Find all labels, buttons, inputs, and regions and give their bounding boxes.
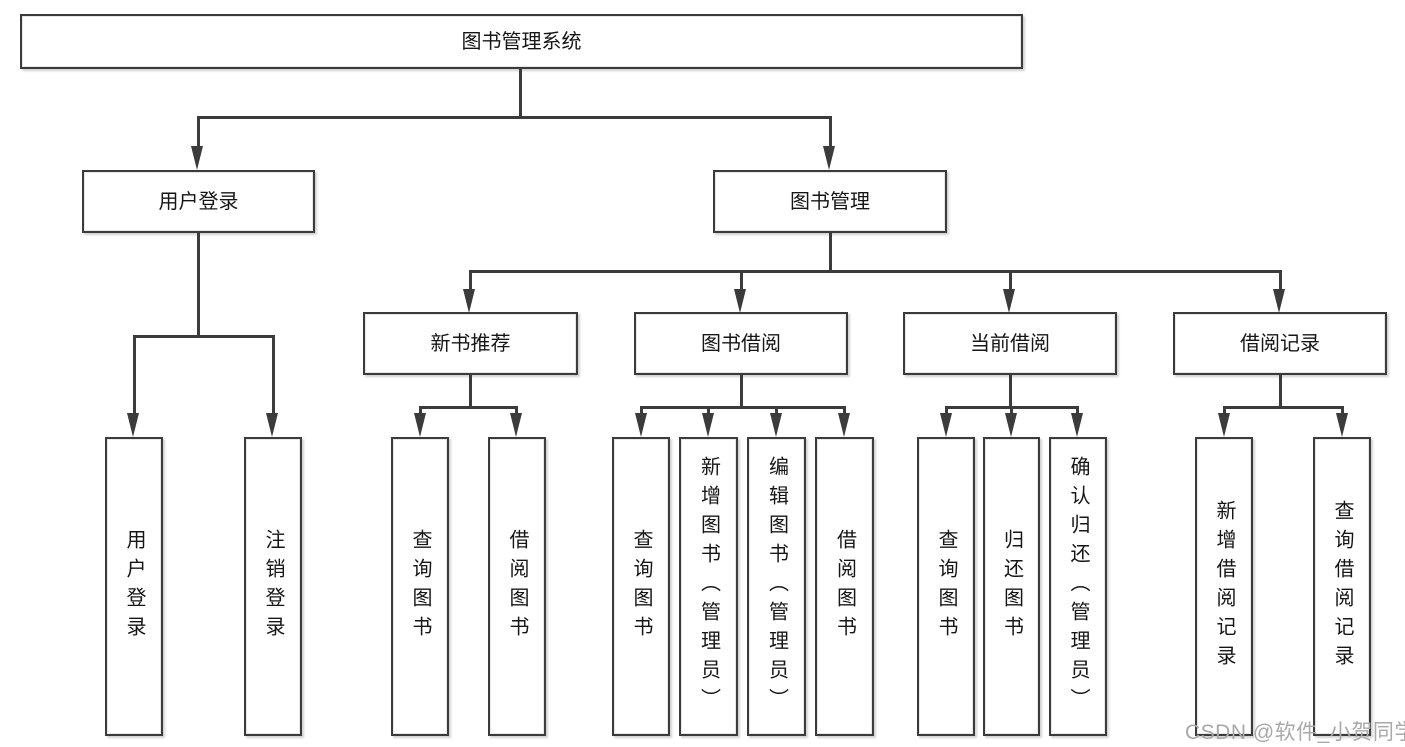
node-new-book-recommend: 新书推荐 [363, 312, 578, 375]
arrowhead-down-icon [1273, 289, 1285, 313]
connector-line [1279, 270, 1282, 291]
arrowhead-down-icon [1218, 413, 1230, 437]
connector-line [829, 116, 832, 149]
arrowhead-down-icon [770, 413, 782, 437]
leaf-borrow-books: 借阅图书 [815, 437, 874, 736]
arrowhead-down-icon [1071, 413, 1083, 437]
leaf-return-books: 归还图书 [983, 437, 1040, 736]
leaf-query-books-recommend: 查询图书 [391, 437, 449, 736]
arrowhead-down-icon [734, 289, 746, 313]
node-current-borrowing: 当前借阅 [903, 312, 1117, 375]
connector-line [640, 406, 643, 416]
connector-line [197, 116, 200, 149]
connector-line [1341, 406, 1344, 416]
leaf-edit-book-admin: 编辑图书（管理员） [747, 437, 806, 736]
connector-line [515, 406, 518, 416]
connector-line [419, 406, 422, 416]
node-book-management-system: 图书管理系统 [20, 14, 1023, 69]
leaf-add-borrow-record: 新增借阅记录 [1195, 437, 1253, 736]
connector-line [843, 406, 846, 416]
connector-line [419, 406, 518, 409]
node-book-management: 图书管理 [713, 170, 947, 233]
connector-line [272, 335, 275, 415]
arrowhead-down-icon [266, 413, 278, 437]
leaf-borrow-books-recommend: 借阅图书 [488, 437, 546, 736]
arrowhead-down-icon [1005, 413, 1017, 437]
arrowhead-down-icon [1003, 289, 1015, 313]
arrowhead-down-icon [127, 413, 139, 437]
connector-line [740, 375, 743, 408]
leaf-confirm-return-admin: 确认归还（管理员） [1049, 437, 1107, 736]
connector-line [469, 270, 1282, 273]
connector-line [197, 116, 831, 119]
arrowhead-down-icon [463, 289, 475, 313]
connector-line [1223, 406, 1343, 409]
connector-line [469, 270, 472, 291]
connector-line [1010, 406, 1013, 416]
node-user-login: 用户登录 [82, 170, 315, 233]
leaf-add-book-admin: 新增图书（管理员） [679, 437, 738, 736]
arrowhead-down-icon [823, 146, 835, 170]
leaf-query-borrow-record: 查询借阅记录 [1313, 437, 1371, 736]
connector-line [1279, 375, 1282, 408]
connector-line [1076, 406, 1079, 416]
connector-line [133, 335, 274, 338]
connector-line [469, 375, 472, 408]
arrowhead-down-icon [940, 413, 952, 437]
arrowhead-down-icon [1336, 413, 1348, 437]
connector-line [133, 335, 136, 415]
arrowhead-down-icon [191, 146, 203, 170]
connector-line [829, 233, 832, 272]
node-book-borrowing: 图书借阅 [634, 312, 848, 375]
watermark: CSDN @软件_小贺同学 [1185, 721, 1405, 744]
arrowhead-down-icon [702, 413, 714, 437]
node-borrowing-records: 借阅记录 [1173, 312, 1387, 375]
leaf-query-books-borrow: 查询图书 [612, 437, 670, 736]
connector-line [740, 270, 743, 291]
leaf-query-books-current: 查询图书 [917, 437, 975, 736]
connector-line [197, 233, 200, 337]
connector-line [640, 406, 845, 409]
arrowhead-down-icon [510, 413, 522, 437]
arrowhead-down-icon [838, 413, 850, 437]
connector-line [1009, 375, 1012, 408]
leaf-user-login: 用户登录 [105, 437, 163, 736]
connector-line [775, 406, 778, 416]
arrowhead-down-icon [414, 413, 426, 437]
connector-line [1223, 406, 1226, 416]
connector-line [945, 406, 948, 416]
arrowhead-down-icon [635, 413, 647, 437]
connector-line [707, 406, 710, 416]
connector-line [1009, 270, 1012, 291]
connector-line [519, 69, 522, 118]
leaf-logout: 注销登录 [244, 437, 302, 736]
